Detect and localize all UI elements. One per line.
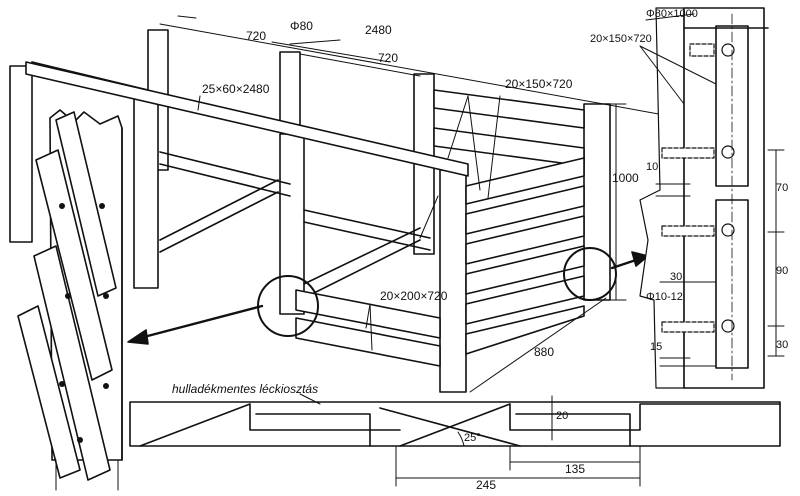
detail-arrow-right <box>610 251 649 270</box>
detail-arrow-left <box>127 304 264 345</box>
post-back-mid <box>279 51 301 133</box>
post-front-right <box>439 169 467 393</box>
dim-stake-diameter: Φ80 <box>290 19 313 33</box>
top-rail <box>25 61 469 177</box>
bottom-cut-245: 245 <box>476 478 497 492</box>
bottom-cut-135: 135 <box>565 462 586 476</box>
dim-section-a: 720 <box>246 29 267 43</box>
dim-side-board: 20×150×720 <box>505 77 573 91</box>
bin-isometric <box>9 29 617 393</box>
detail-edge-15: 15 <box>650 341 663 353</box>
detail-board-size: 20×150×720 <box>590 33 652 45</box>
dimension-lines <box>159 15 693 393</box>
detail-edge-30-bottom: 30 <box>776 339 789 351</box>
post-left-end <box>9 65 33 243</box>
detail-spacing-70: 70 <box>776 182 789 194</box>
right-stake-detail <box>639 7 785 389</box>
dim-height: 1000 <box>612 171 639 185</box>
post-rear-right <box>583 103 611 301</box>
bottom-detail-title: hulladékmentes léckiosztás <box>172 382 319 396</box>
detail-edge-30-top: 30 <box>670 271 683 283</box>
bolts <box>661 43 735 333</box>
bottom-thickness: 20 <box>556 410 569 422</box>
dim-bottom-board: 20×200×720 <box>380 289 448 303</box>
bottom-board <box>295 317 441 367</box>
detail-spacing-90: 90 <box>776 265 789 277</box>
detail-gap-10: 10 <box>646 161 659 173</box>
dim-total-length: 2480 <box>365 23 392 37</box>
dim-depth: 880 <box>534 345 555 359</box>
left-board-detail <box>17 109 123 491</box>
detail-circle-left <box>257 275 319 337</box>
post-front-mid <box>279 133 305 315</box>
dim-section-b: 720 <box>378 51 399 65</box>
post-front-left <box>133 95 159 289</box>
side-boards <box>433 89 585 355</box>
detail-stake-size: Φ80×1000 <box>646 8 698 20</box>
bottom-angle: 25° <box>464 432 481 444</box>
dim-top-rail: 25×60×2480 <box>202 82 270 96</box>
detail-bolt: Φ10-12 <box>646 291 683 303</box>
slanted-board <box>17 111 117 481</box>
bottom-cut-layout <box>129 393 781 487</box>
screw-holes <box>59 203 109 443</box>
